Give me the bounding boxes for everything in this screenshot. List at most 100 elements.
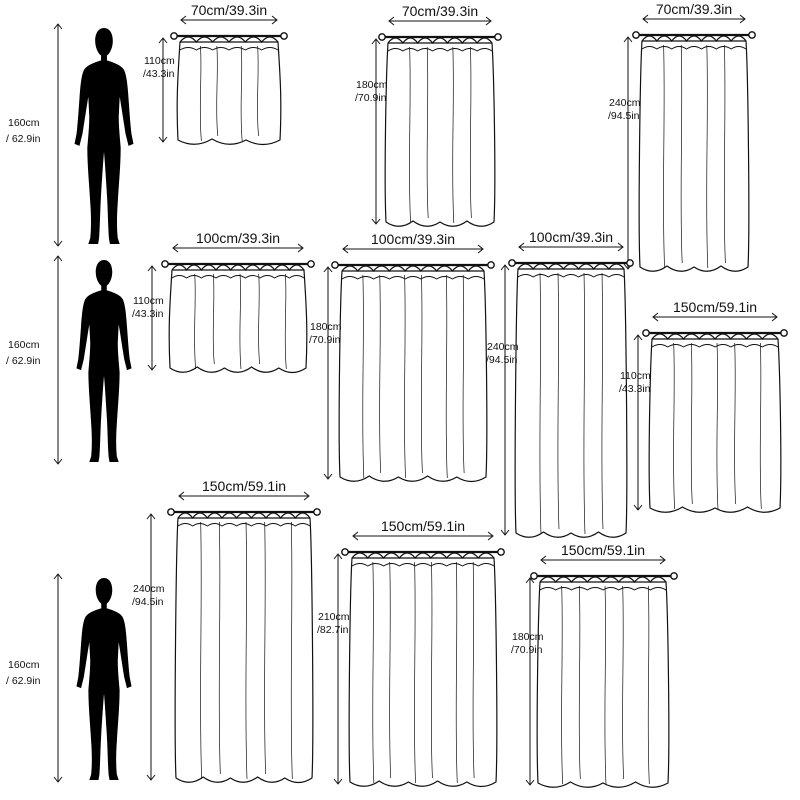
curtain-fold [389,561,392,779]
rod-finial [487,261,495,269]
curtain-fold [734,342,737,505]
curtain-fold [723,44,726,264]
rod-finial [508,259,516,267]
rod-finial [494,33,502,41]
curtain-length-cm: 180cm [512,631,544,643]
curtain-fold [404,274,406,479]
arrow-head [158,37,168,44]
arrow-head [652,312,659,322]
curtain-width-label: 150cm/59.1in [673,299,757,315]
arrow-head [53,458,63,465]
rod-finial [642,329,650,337]
curtain-fold [716,342,719,510]
arrow-head [487,531,494,541]
rod-finial [378,33,386,41]
curtain-fold [199,45,202,142]
curtain-width-label: 70cm/39.3in [402,3,478,19]
curtain-fold [472,561,475,779]
curtain-panel [384,42,496,227]
curtain-length-in: /43.3in [619,383,651,395]
rod-finial [161,260,169,268]
curtain-fold [409,46,411,224]
curtain-panel [176,41,282,146]
curtain-fold [557,272,560,530]
curtain-width-label: 70cm/39.3in [656,1,732,17]
curtain-fold [539,272,542,535]
curtain-pocket [641,46,747,50]
curtain-pocket [387,48,493,52]
curtain-pocket [177,523,311,527]
curtain-7: 150cm/59.1in 110cm/43.3in [619,299,788,513]
rod-finial [170,32,178,40]
curtain-panel [514,268,628,538]
curtain-length-in: /43.3in [132,308,164,320]
person-height-in: / 62.9in [6,133,41,145]
curtain-width-label: 100cm/39.3in [196,230,280,246]
curtain-pocket [539,587,667,591]
curtain-length-in: /94.5in [132,596,164,608]
arrow-head [303,491,310,501]
rod-finial [670,572,678,580]
person-height-cm: 160cm [8,659,40,671]
arrow-head [297,243,304,253]
curtain-panel [638,40,750,272]
curtain-pocket [351,563,495,567]
arrow-head [485,16,492,26]
curtain-fold [601,272,604,530]
curtain-length-cm: 110cm [144,55,175,67]
curtain-fold [257,45,259,137]
curtain-panel [168,269,308,374]
curtain-header [171,264,305,272]
curtain-length-in: /70.9in [355,92,387,104]
arrow-head [525,779,535,786]
curtain-header [517,263,625,270]
curtain-fold [673,342,676,510]
curtain-fold [583,272,586,535]
arrow-head [642,14,649,24]
curtain-width-label: 150cm/59.1in [202,478,286,494]
person-height-cm: 160cm [8,117,40,129]
curtain-fold [445,274,448,479]
curtain-width-label: 100cm/39.3in [529,229,613,245]
curtain-header [641,35,747,43]
arrow-head [333,778,343,785]
curtain-length-cm: 180cm [310,321,342,333]
curtain-fold [240,45,243,142]
arrow-head [352,531,359,541]
curtain-pocket [517,274,625,278]
curtain-fold [218,521,221,775]
arrow-head [739,14,746,24]
curtain-fold [647,585,650,785]
curtain-length-in: /94.5in [486,354,518,366]
arrow-head [500,264,510,271]
person-1: 160cm / 62.9in [6,23,134,247]
curtain-length-cm: 110cm [620,370,651,382]
curtain-panel [348,557,498,788]
arrow-head [540,555,547,565]
arrow-head [53,776,63,783]
curtain-fold [663,44,665,269]
person-silhouette [74,28,134,244]
curtain-fold [372,561,375,784]
arrow-head [659,555,666,565]
arrow-head [53,23,63,30]
arrow-head [178,491,185,501]
curtain-length-in: /70.9in [309,334,341,346]
curtain-fold [194,273,197,370]
curtain-length-cm: 240cm [609,97,641,109]
arrow-head [147,364,157,371]
curtain-header [177,512,311,520]
arrow-head [500,529,510,536]
arrow-head [53,255,63,262]
curtain-panel [174,517,314,784]
rod-finial [632,31,640,39]
rod-finial [341,548,349,556]
arrow-head [623,36,633,43]
rod-finial [167,508,175,516]
rod-finial [497,548,505,556]
